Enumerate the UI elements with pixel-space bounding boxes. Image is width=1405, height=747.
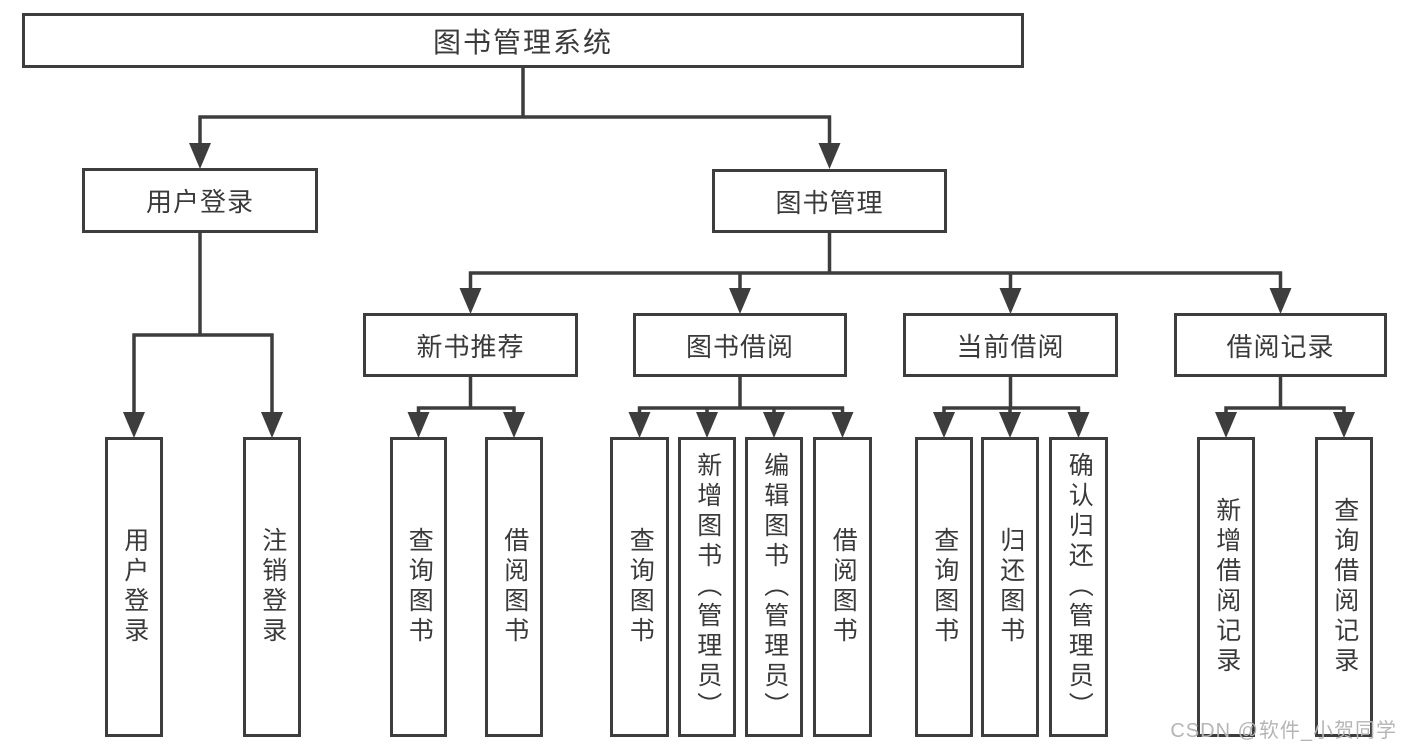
node-label: 新书推荐 bbox=[416, 331, 525, 362]
arrowhead-icon bbox=[261, 412, 283, 438]
leaf-logout: 注销登录 bbox=[243, 437, 301, 737]
node-label: 确认归还（管理员） bbox=[1065, 452, 1094, 722]
arrowhead-icon bbox=[1067, 412, 1090, 438]
node-label: 新增图书（管理员） bbox=[693, 452, 722, 722]
arrowhead-icon bbox=[1269, 288, 1292, 314]
node-book-borrowing: 图书借阅 bbox=[633, 313, 847, 377]
arrowhead-icon bbox=[933, 412, 955, 438]
arrowhead-icon bbox=[189, 143, 211, 169]
arrowhead-icon bbox=[503, 412, 525, 438]
leaf-add-borrow-record: 新增借阅记录 bbox=[1197, 437, 1255, 737]
leaf-edit-books-admin: 编辑图书（管理员） bbox=[745, 437, 803, 737]
arrowhead-icon bbox=[729, 288, 751, 314]
arrowhead-icon bbox=[999, 288, 1022, 314]
leaf-query-books-borrowing: 查询图书 bbox=[610, 437, 669, 737]
node-current-borrowing: 当前借阅 bbox=[903, 313, 1118, 377]
arrowhead-icon bbox=[407, 412, 430, 438]
node-label: 图书管理 bbox=[775, 187, 884, 218]
node-label: 编辑图书（管理员） bbox=[760, 452, 789, 722]
node-label: 查询图书 bbox=[626, 527, 655, 647]
node-new-book-recommendation: 新书推荐 bbox=[363, 313, 578, 377]
node-label: 归还图书 bbox=[996, 527, 1025, 647]
leaf-borrow-books: 借阅图书 bbox=[813, 437, 872, 737]
leaf-query-books-recommendation: 查询图书 bbox=[390, 437, 447, 737]
arrowhead-icon bbox=[999, 412, 1021, 438]
leaf-borrow-books-recommendation: 借阅图书 bbox=[485, 437, 543, 737]
leaf-query-books-current: 查询图书 bbox=[915, 437, 973, 737]
arrowhead-icon bbox=[1215, 412, 1237, 438]
arrowhead-icon bbox=[628, 412, 651, 438]
node-label: 注销登录 bbox=[258, 527, 287, 647]
edge-book-mgmt bbox=[468, 233, 1283, 289]
node-label: 用户登录 bbox=[120, 527, 149, 647]
node-label: 新增借阅记录 bbox=[1212, 497, 1241, 677]
arrowhead-icon bbox=[763, 412, 785, 438]
node-label: 查询图书 bbox=[930, 527, 959, 647]
edge-user-login bbox=[132, 233, 274, 413]
edge-root bbox=[198, 68, 832, 144]
edge-new-book-rec bbox=[416, 377, 516, 413]
node-user-login: 用户登录 bbox=[82, 168, 318, 233]
leaf-query-borrow-record: 查询借阅记录 bbox=[1315, 437, 1373, 737]
node-borrowing-records: 借阅记录 bbox=[1174, 313, 1387, 377]
node-label: 图书管理系统 bbox=[432, 26, 613, 58]
node-library-management-system: 图书管理系统 bbox=[22, 13, 1024, 68]
node-label: 图书借阅 bbox=[685, 331, 794, 362]
node-label: 查询借阅记录 bbox=[1330, 497, 1359, 677]
edge-book-borrow bbox=[637, 377, 845, 413]
node-label: 用户登录 bbox=[145, 187, 254, 217]
edge-current-borrow bbox=[942, 377, 1081, 413]
leaf-return-books: 归还图书 bbox=[981, 437, 1039, 737]
edge-borrow-record bbox=[1224, 377, 1346, 413]
node-book-management: 图书管理 bbox=[712, 169, 947, 233]
node-label: 查询图书 bbox=[405, 527, 434, 647]
arrowhead-icon bbox=[123, 412, 145, 438]
arrowhead-icon bbox=[696, 412, 718, 438]
watermark: CSDN @软件_小贺同学 bbox=[1170, 720, 1397, 742]
arrowhead-icon bbox=[1333, 412, 1355, 438]
node-label: 借阅图书 bbox=[500, 527, 529, 647]
node-label: 借阅记录 bbox=[1226, 331, 1335, 362]
node-label: 当前借阅 bbox=[956, 331, 1065, 362]
arrowhead-icon bbox=[831, 412, 854, 438]
arrowhead-icon bbox=[818, 143, 841, 169]
node-label: 借阅图书 bbox=[829, 527, 858, 647]
arrowhead-icon bbox=[459, 288, 482, 314]
leaf-add-books-admin: 新增图书（管理员） bbox=[678, 437, 736, 737]
leaf-confirm-return-admin: 确认归还（管理员） bbox=[1049, 437, 1108, 737]
leaf-user-login: 用户登录 bbox=[105, 437, 163, 737]
